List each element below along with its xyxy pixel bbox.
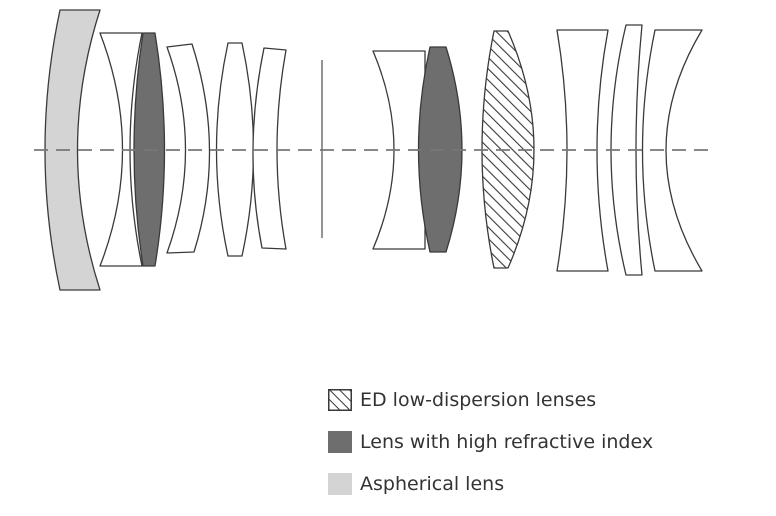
dark-gray-swatch-icon: [328, 431, 352, 453]
legend-item-high-refractive: Lens with high refractive index: [328, 431, 654, 453]
meniscus-lens-4: [610, 24, 643, 276]
legend-item-aspherical: Aspherical lens: [328, 473, 653, 495]
meniscus-lens-3: [252, 47, 287, 250]
hatched-swatch-icon: [328, 389, 352, 411]
legend-label-ed: ED low-dispersion lenses: [360, 389, 597, 411]
legend-label-aspherical: Aspherical lens: [360, 473, 505, 495]
biconcave-lens-1: [556, 29, 609, 272]
meniscus-lens-1: [99, 32, 143, 267]
legend-label-high-refractive: Lens with high refractive index: [360, 431, 654, 453]
meniscus-lens-2: [166, 43, 211, 254]
meniscus-lens-5: [641, 29, 703, 272]
aspherical-front-lens: [44, 9, 101, 291]
light-gray-swatch-icon: [328, 473, 352, 495]
legend-item-ed-low-dispersion: ED low-dispersion lenses: [328, 389, 653, 411]
legend: ED low-dispersion lenses Lens with high …: [328, 389, 654, 516]
